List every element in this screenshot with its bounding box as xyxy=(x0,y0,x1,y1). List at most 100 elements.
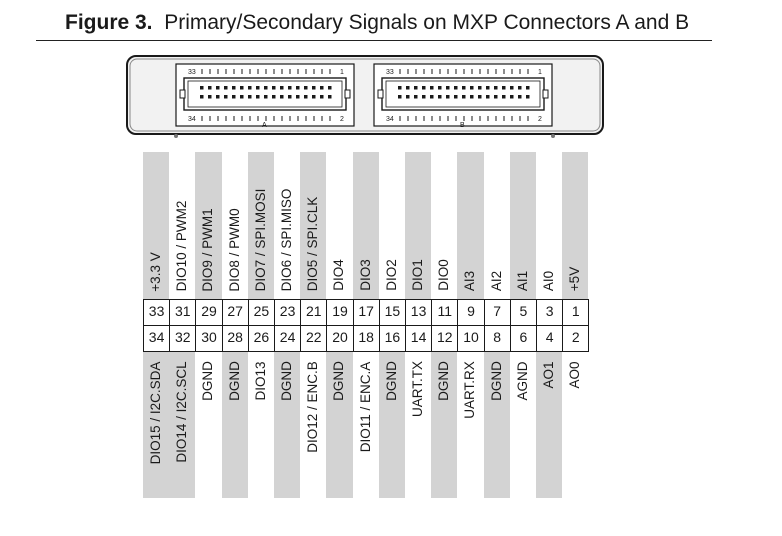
connector-a-pin xyxy=(272,86,276,90)
bottom-pin-number: 30 xyxy=(195,325,223,352)
top-signal-text: +5V xyxy=(567,266,583,292)
connector-b-pin xyxy=(494,95,498,99)
bottom-pin-number: 24 xyxy=(274,325,302,352)
bottom-signal-label: DGND xyxy=(379,351,405,498)
column-shade-top xyxy=(352,152,379,299)
bottom-pin-number: 2 xyxy=(562,325,590,352)
top-pin-number: 21 xyxy=(300,299,328,326)
connector-b-pin xyxy=(470,95,474,99)
bottom-pin-number: 14 xyxy=(405,325,433,352)
connector-b-pin xyxy=(398,86,402,90)
connector-a-pin xyxy=(272,95,276,99)
connector-b-pin xyxy=(406,95,410,99)
bottom-signal-text: UART.RX xyxy=(462,361,478,419)
connector-a-pin xyxy=(200,86,204,90)
bottom-signal-text: DGND xyxy=(436,361,452,401)
connector-b-pin xyxy=(526,95,530,99)
column-shade-bottom xyxy=(431,351,458,498)
top-signal-text: DIO4 xyxy=(331,259,347,291)
connector-b-pin xyxy=(430,86,434,90)
top-signal-text: DIO8 / PWM0 xyxy=(226,207,242,292)
top-signal-text: +3.3 V xyxy=(148,251,164,292)
bottom-signal-label: AO1 xyxy=(536,351,562,498)
top-signal-label: DIO8 / PWM0 xyxy=(222,152,248,299)
column-shade-bottom xyxy=(536,351,563,498)
connector-b-pin xyxy=(462,86,466,90)
mounting-dot-left xyxy=(174,134,178,138)
top-pin-number: 33 xyxy=(143,299,171,326)
connector-a-pin-label: 1 xyxy=(340,69,344,76)
connector-b-pin xyxy=(406,86,410,90)
bottom-signal-text: DGND xyxy=(200,361,216,401)
bottom-signal-label: AO0 xyxy=(562,351,588,498)
connector-b-pin xyxy=(454,86,458,90)
bottom-pin-number: 8 xyxy=(483,325,511,352)
top-pin-number: 1 xyxy=(562,299,590,326)
bottom-signal-text: AO0 xyxy=(567,360,583,389)
connector-b-pin-label: 33 xyxy=(386,69,394,76)
top-pin-number: 19 xyxy=(326,299,354,326)
top-signal-label: AI2 xyxy=(484,152,510,299)
column-shade-top xyxy=(562,152,589,299)
column-shade-bottom xyxy=(274,351,301,498)
top-signal-label: DIO3 xyxy=(353,152,379,299)
connector-a-pin xyxy=(232,95,236,99)
connector-b-pin xyxy=(414,95,418,99)
top-signal-text: DIO9 / PWM1 xyxy=(200,207,216,292)
connector-b-pin xyxy=(438,95,442,99)
column-shade-bottom xyxy=(483,351,510,498)
connector-b-pin xyxy=(454,95,458,99)
bottom-signal-label: DGND xyxy=(484,351,510,498)
top-pin-number: 25 xyxy=(247,299,275,326)
top-signal-text: AI2 xyxy=(488,270,504,292)
connector-b-pin xyxy=(486,95,490,99)
connector-b-pin xyxy=(486,86,490,90)
top-pin-number: 9 xyxy=(457,299,485,326)
top-signal-label: +3.3 V xyxy=(143,152,169,299)
connector-a-pin xyxy=(264,95,268,99)
bottom-signal-label: DGND xyxy=(431,351,457,498)
connector-b-pin xyxy=(502,95,506,99)
bottom-pin-number: 10 xyxy=(457,325,485,352)
top-pin-number: 17 xyxy=(352,299,380,326)
connector-a-pin xyxy=(224,86,228,90)
bottom-pin-number: 20 xyxy=(326,325,354,352)
connector-a-pin xyxy=(240,86,244,90)
connector-a-pin xyxy=(320,95,324,99)
bottom-pin-number: 6 xyxy=(509,325,537,352)
bottom-signal-label: UART.TX xyxy=(405,351,431,498)
bottom-pin-number: 26 xyxy=(247,325,275,352)
connector-a-name: A xyxy=(262,122,267,129)
top-signal-label: DIO10 / PWM2 xyxy=(169,152,195,299)
connector-b-pin-label: 1 xyxy=(538,69,542,76)
connector-a-pin xyxy=(280,95,284,99)
connector-b-pin xyxy=(478,86,482,90)
connector-b-pin xyxy=(518,86,522,90)
column-shade-bottom xyxy=(378,351,405,498)
connector-a-pin xyxy=(296,86,300,90)
top-signal-label: DIO5 / SPI.CLK xyxy=(300,152,326,299)
top-pin-number: 23 xyxy=(274,299,302,326)
connector-a-pin xyxy=(328,86,332,90)
connector-a-pin xyxy=(304,86,308,90)
connector-a-pin xyxy=(288,95,292,99)
bottom-pin-number: 28 xyxy=(221,325,249,352)
connector-a-pin xyxy=(312,95,316,99)
top-signal-label: DIO2 xyxy=(379,152,405,299)
bottom-signal-label: DIO14 / I2C.SCL xyxy=(169,351,195,498)
connector-a-pin xyxy=(232,86,236,90)
bottom-pin-number: 18 xyxy=(352,325,380,352)
bottom-pin-number: 22 xyxy=(300,325,328,352)
connector-b-pin-label: 34 xyxy=(386,116,394,123)
connector-a-pin xyxy=(256,95,260,99)
connector-b-pin xyxy=(494,86,498,90)
connector-a-pin xyxy=(320,86,324,90)
bottom-signal-label: DIO12 / ENC.B xyxy=(300,351,326,498)
connector-b-pin xyxy=(438,86,442,90)
bottom-signal-label: AGND xyxy=(510,351,536,498)
top-signal-text: DIO3 xyxy=(357,259,373,291)
connector-a-pin xyxy=(264,86,268,90)
column-shade-top xyxy=(509,152,536,299)
connector-b-shroud-inner xyxy=(385,80,541,108)
